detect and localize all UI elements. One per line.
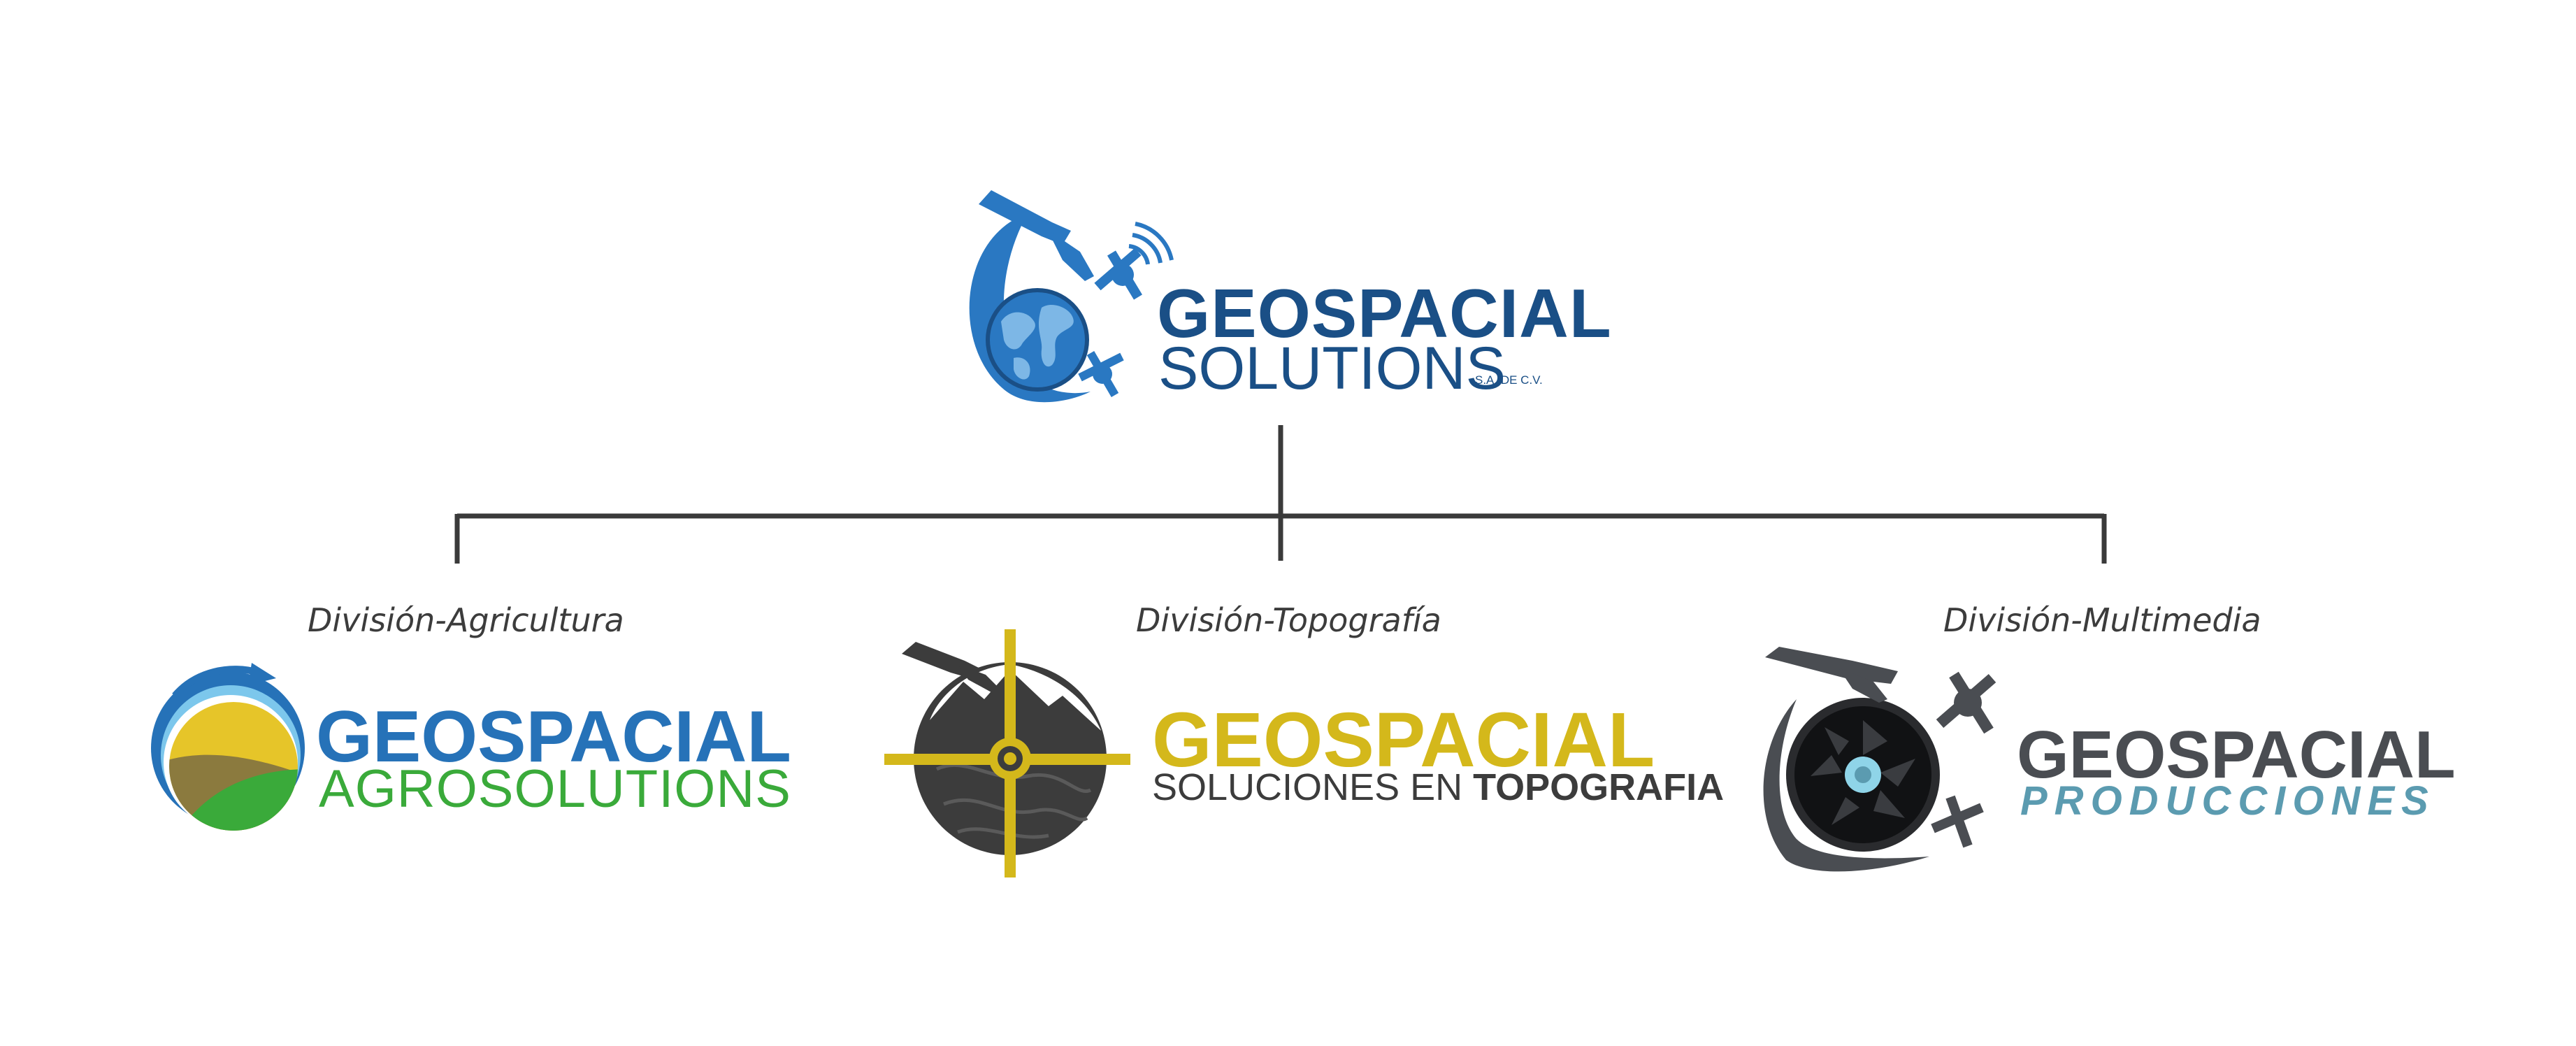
topo-name-line1: GEOSPACIAL bbox=[1152, 697, 1655, 783]
topo-name-line2a: SOLUCIONES EN bbox=[1152, 766, 1474, 808]
division-label-multimedia: División-Multimedia bbox=[1943, 601, 2261, 639]
parent-name-line2: SOLUTIONS bbox=[1158, 335, 1506, 402]
field-sun-icon bbox=[151, 663, 305, 831]
division-label-topography: División-Topografía bbox=[1136, 601, 1441, 639]
agro-name-line1: GEOSPACIAL bbox=[316, 696, 791, 778]
drone-camera-icon bbox=[1763, 647, 1996, 872]
topo-name-line2: SOLUCIONES EN TOPOGRAFIA bbox=[1152, 766, 1724, 809]
org-connector bbox=[454, 425, 2107, 564]
multi-name-line2: PRODUCCIONES bbox=[2020, 778, 2435, 824]
topo-name-line2b: TOPOGRAFIA bbox=[1473, 766, 1725, 808]
division-label-agriculture: División-Agricultura bbox=[308, 601, 624, 639]
drone-globe-icon bbox=[969, 190, 1174, 403]
parent-name-line1: GEOSPACIAL bbox=[1157, 275, 1612, 352]
agro-name-line2: AGROSOLUTIONS bbox=[319, 759, 791, 819]
parent-legal-suffix: S.A. DE C.V. bbox=[1475, 373, 1543, 387]
multi-name-line1: GEOSPACIAL bbox=[2017, 717, 2456, 792]
crosshair-mountain-icon bbox=[884, 629, 1130, 877]
